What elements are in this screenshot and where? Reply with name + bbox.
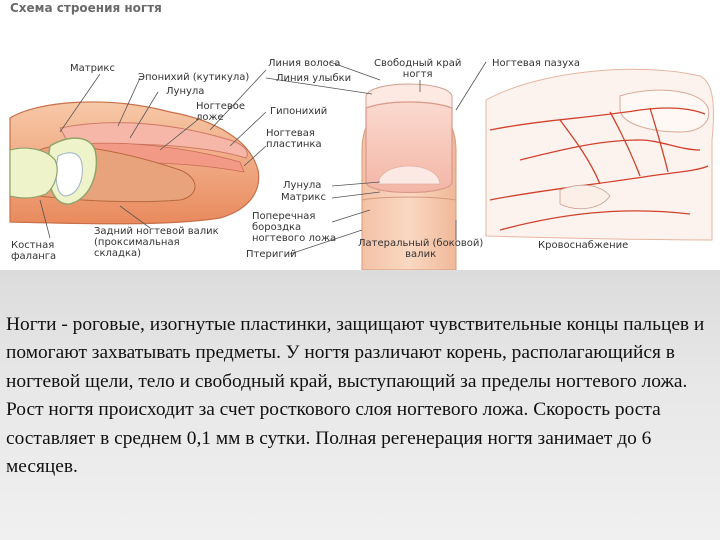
finger-cross-section: [9, 101, 260, 225]
label-lunula-front: Лунула: [283, 180, 322, 191]
label-nail-bed: Ногтевое ложе: [196, 101, 246, 123]
caption-panel: Ногти - роговые, изогнутые пластинки, за…: [0, 270, 720, 540]
nail-front-view: [361, 83, 457, 270]
label-nail-sinus: Ногтевая пазуха: [492, 58, 581, 69]
diagram-title: Схема строения ногтя: [10, 1, 162, 15]
label-transverse-groove: Поперечная бороздка ногтевого ложа: [252, 211, 337, 244]
label-hyponychium: Гипонихий: [270, 106, 328, 117]
label-pterygium: Птеригий: [246, 249, 297, 260]
label-matrix-front: Матрикс: [281, 192, 326, 203]
label-matrix: Матрикс: [70, 63, 115, 74]
diagram-illustration: [9, 61, 714, 270]
label-smile-line: Линия улыбки: [276, 73, 352, 84]
caption-text: Ногти - роговые, изогнутые пластинки, за…: [6, 314, 705, 478]
label-lunula: Лунула: [166, 86, 205, 97]
finger-blood-supply: [485, 68, 714, 241]
label-hair-line: Линия волоса: [268, 58, 341, 69]
nail-structure-diagram: Схема строения ногтя Матрикс Эпонихий (к…: [9, 1, 714, 270]
label-eponychium: Эпонихий (кутикула): [138, 72, 250, 83]
label-distal-phalanx: Костная фаланга: [11, 240, 57, 262]
label-blood-supply: Кровоснабжение: [538, 240, 629, 251]
label-free-edge: Свободный край ногтя: [374, 58, 462, 80]
label-lateral-fold: Латеральный (боковой) валик: [358, 238, 484, 260]
label-nail-plate: Ногтевая пластинка: [266, 128, 322, 150]
label-posterior-nail-fold: Задний ногтевой валик (проксимальная скл…: [94, 226, 219, 259]
leader-lines: [39, 61, 487, 255]
